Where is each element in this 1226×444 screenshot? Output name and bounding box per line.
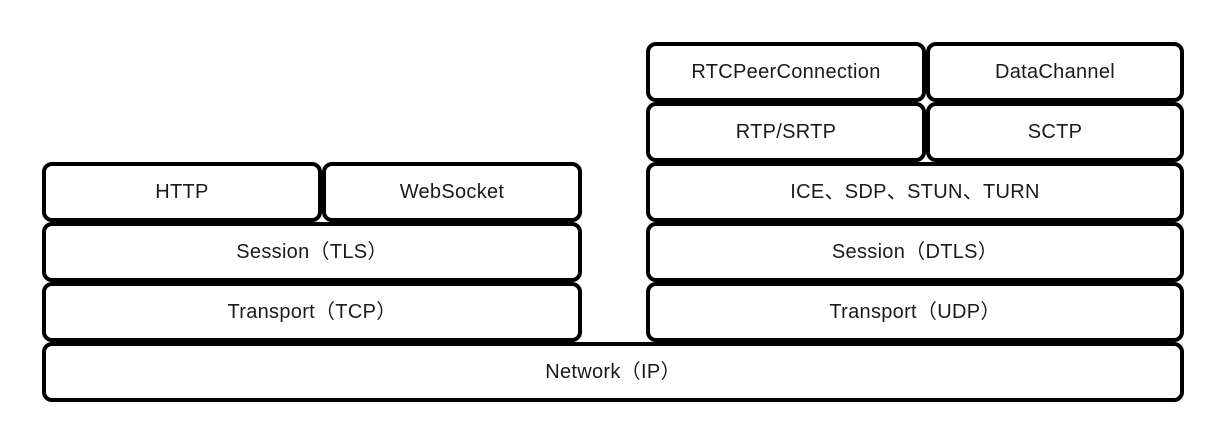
box-rtp-srtp: RTP/SRTP: [646, 102, 926, 162]
box-websocket: WebSocket: [322, 162, 582, 222]
box-sctp-label: SCTP: [1027, 121, 1083, 143]
box-rtcpeerconnection-label: RTCPeerConnection: [691, 61, 881, 83]
box-transport-udp: Transport（UDP）: [646, 282, 1184, 342]
box-transport-udp-label: Transport（UDP）: [829, 301, 1001, 323]
box-rtcpeerconnection: RTCPeerConnection: [646, 42, 926, 102]
box-sctp: SCTP: [926, 102, 1184, 162]
box-network-ip: Network（IP）: [42, 342, 1184, 402]
box-session-dtls: Session（DTLS）: [646, 222, 1184, 282]
box-http-label: HTTP: [155, 181, 209, 203]
box-ice-sdp-stun-turn: ICE、SDP、STUN、TURN: [646, 162, 1184, 222]
box-ice-sdp-stun-turn-label: ICE、SDP、STUN、TURN: [790, 181, 1040, 203]
box-session-tls-label: Session（TLS）: [236, 241, 388, 263]
box-http: HTTP: [42, 162, 322, 222]
box-datachannel-label: DataChannel: [994, 61, 1116, 83]
box-rtp-srtp-label: RTP/SRTP: [735, 121, 837, 143]
box-network-ip-label: Network（IP）: [545, 361, 681, 383]
box-websocket-label: WebSocket: [399, 181, 505, 203]
box-datachannel: DataChannel: [926, 42, 1184, 102]
box-transport-tcp-label: Transport（TCP）: [227, 301, 397, 323]
box-session-tls: Session（TLS）: [42, 222, 582, 282]
box-session-dtls-label: Session（DTLS）: [831, 241, 999, 263]
box-transport-tcp: Transport（TCP）: [42, 282, 582, 342]
